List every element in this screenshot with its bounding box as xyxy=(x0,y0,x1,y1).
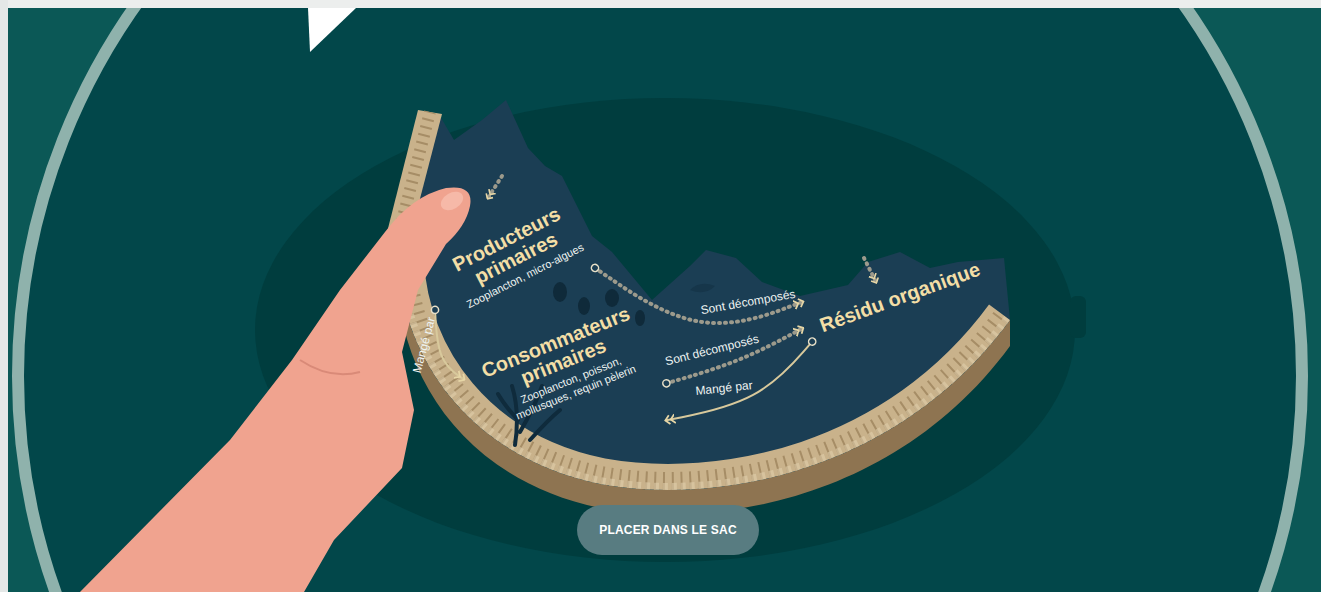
trophic-level: Producteurs primairesZooplancton, micro-… xyxy=(435,196,595,316)
speech-notch xyxy=(308,8,356,52)
egg-silhouette xyxy=(578,297,590,315)
fish-silhouette xyxy=(690,284,715,293)
arrow-label: Mangé par xyxy=(410,315,438,374)
food-chain-arrow xyxy=(435,310,464,379)
egg-silhouette xyxy=(635,310,645,326)
connector-group xyxy=(435,268,812,420)
hand-crease xyxy=(300,360,360,374)
level-title: Résidu organique xyxy=(802,253,997,341)
arrow-label: Sont décomposés xyxy=(664,332,761,369)
thumb-nail xyxy=(438,188,467,214)
food-chain-arrow xyxy=(595,268,802,323)
puzzle-piece xyxy=(398,100,1010,490)
bag-opening xyxy=(18,0,1302,592)
trophic-level: Résidu organique xyxy=(802,253,997,341)
top-strip xyxy=(0,0,1321,8)
egg-silhouette xyxy=(605,289,619,307)
egg-silhouette xyxy=(553,282,567,302)
button-label: PLACER DANS LE SAC xyxy=(599,523,737,537)
side-strip xyxy=(0,0,8,592)
hand xyxy=(80,187,471,592)
bag-tab xyxy=(1070,296,1086,338)
arrow-label: Mangé par xyxy=(695,378,754,398)
trophic-level: Consommateurs primairesZooplancton, pois… xyxy=(464,297,667,434)
incoming-arrow xyxy=(864,258,876,282)
action-button: PLACER DANS LE SAC xyxy=(577,505,759,555)
arrow-label: Sont décomposés xyxy=(699,287,796,317)
incoming-arrow xyxy=(488,176,502,198)
